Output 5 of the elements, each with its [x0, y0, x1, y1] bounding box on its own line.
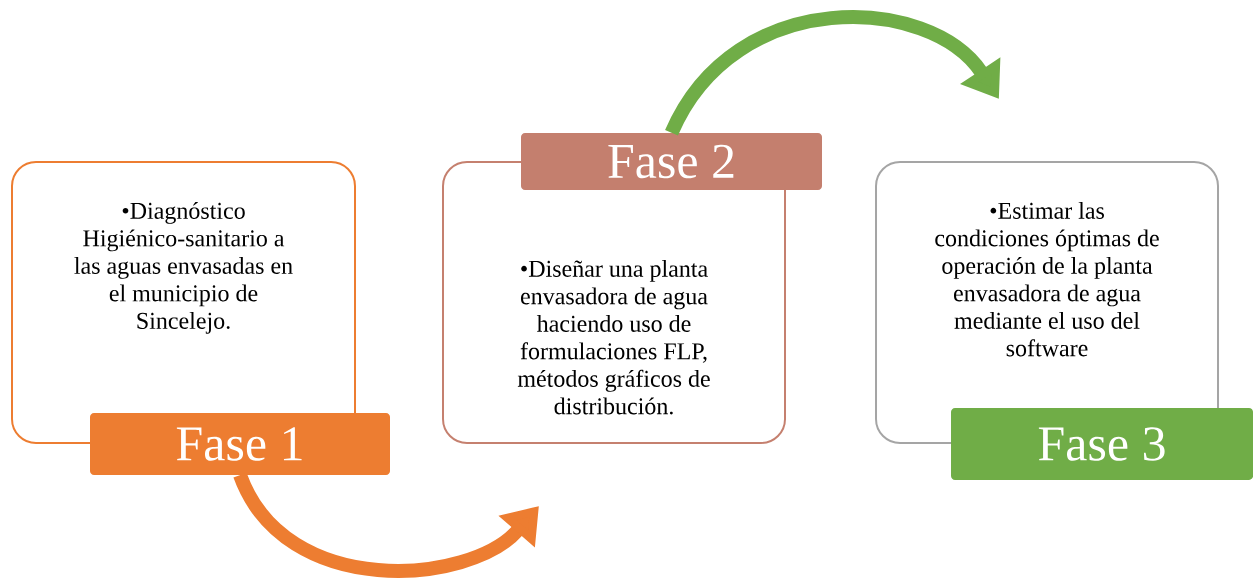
curved-arrow [665, 10, 1001, 137]
curved-arrow [233, 472, 539, 578]
phase-label: Fase 2 [521, 133, 822, 190]
phase-label: Fase 1 [90, 413, 390, 475]
phase-label: Fase 3 [951, 408, 1253, 480]
